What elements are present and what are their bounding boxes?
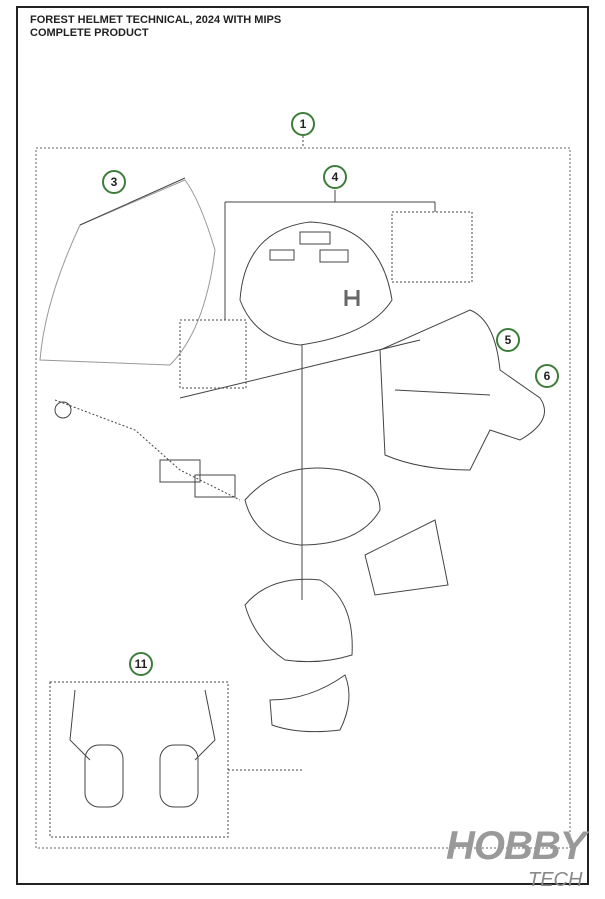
page-title: FOREST HELMET TECHNICAL, 2024 WITH MIPS … [30,14,281,40]
callout-3[interactable]: 3 [102,170,126,194]
sweatband-part [364,519,449,596]
comfort-liner-part [244,578,353,663]
diagram-frame [16,6,589,885]
callout-1[interactable]: 1 [291,112,315,136]
brand-logo-icon [344,290,360,306]
watermark-logo-sub: TECH [528,869,583,891]
assembly-boundary [35,147,571,849]
title-line-2: COMPLETE PRODUCT [30,27,149,39]
earmuffs-part [69,689,216,808]
neck-pad-part [269,674,350,733]
callout-4[interactable]: 4 [323,165,347,189]
callout-11[interactable]: 11 [129,652,153,676]
callout-5[interactable]: 5 [496,328,520,352]
callout-6[interactable]: 6 [535,364,559,388]
watermark-logo: HOBBY [446,824,586,868]
face-visor-part [379,309,545,471]
headband-harness-part [54,399,381,546]
helmet-shell-part [239,221,393,346]
mesh-visor-part [39,177,216,366]
title-line-1: FOREST HELMET TECHNICAL, 2024 WITH MIPS [30,14,282,26]
